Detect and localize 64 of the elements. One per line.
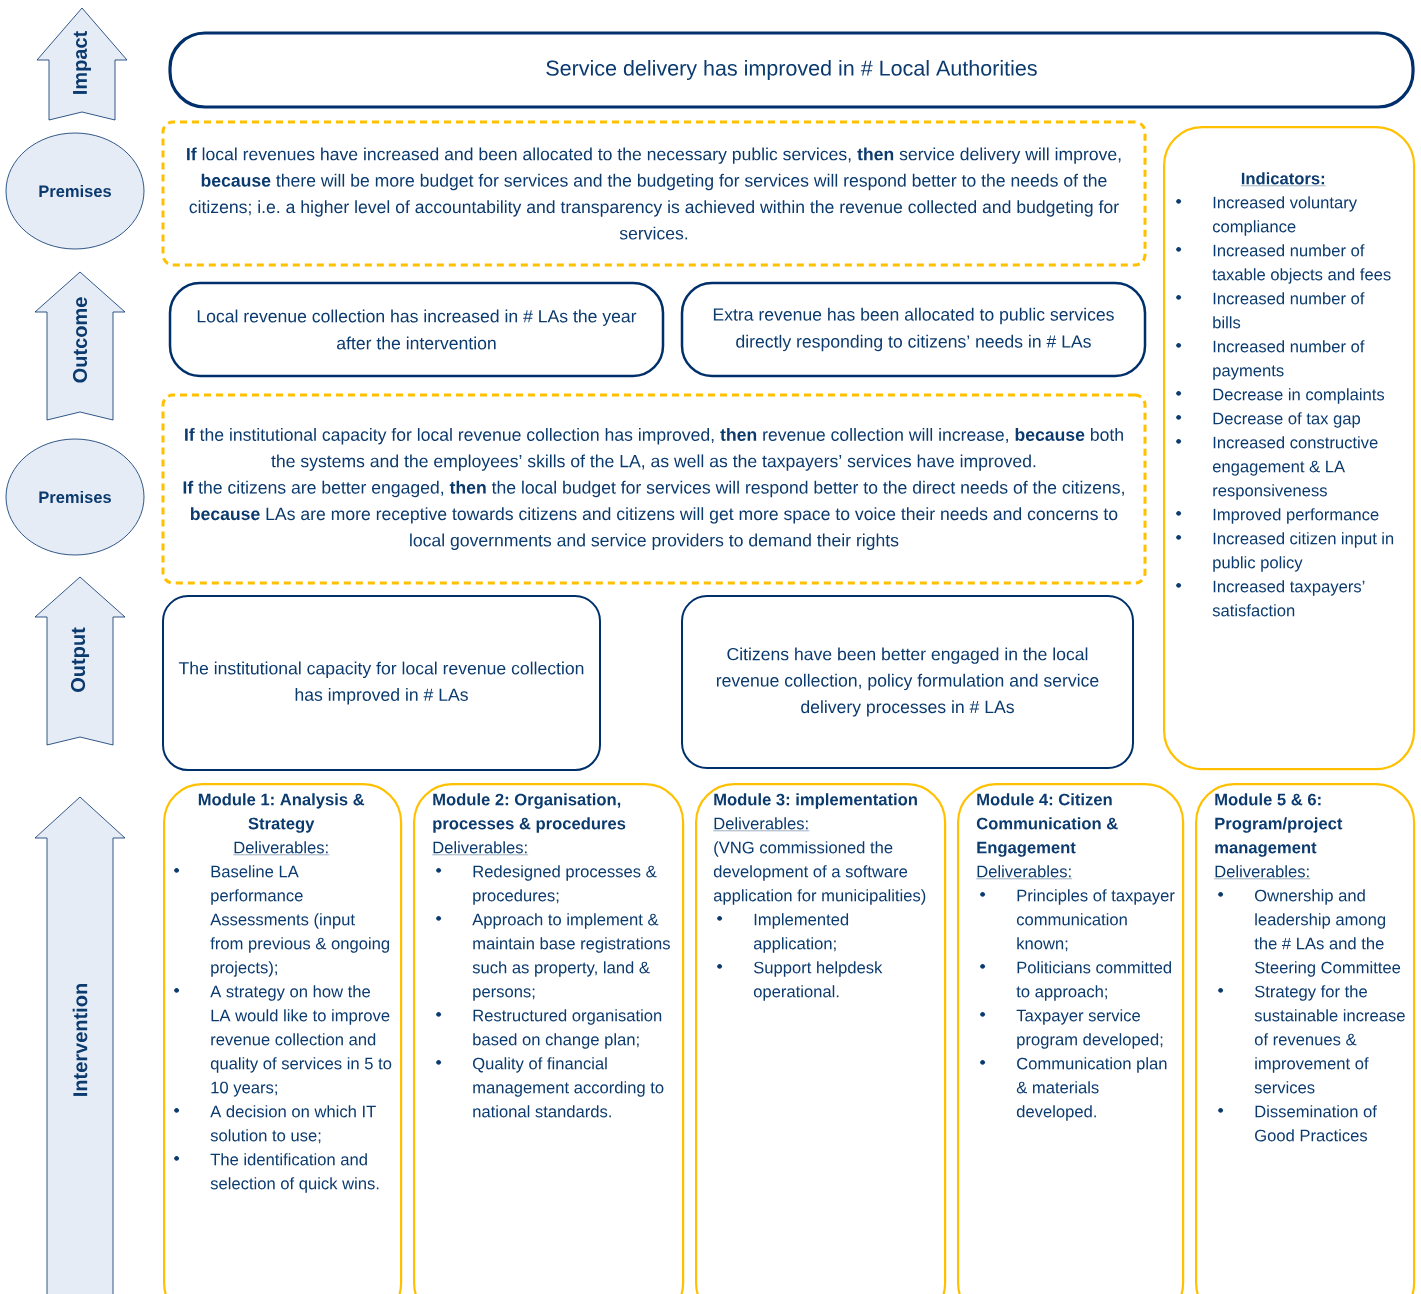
box-text: Service delivery has improved in # Local Authorities — [546, 60, 1037, 81]
bullet-item: Increased number of bills — [1176, 292, 1365, 329]
bullet-item: Communication plan & materials developed. — [980, 1057, 1167, 1121]
list-heading: Indicators: — [1240, 172, 1326, 186]
bullet-item: Baseline LA performance Assessments (input from previous & ongoing projects); — [174, 865, 389, 977]
bullet-item: Improved performance — [1176, 508, 1379, 524]
deliverables-heading: Deliverables: — [1214, 865, 1311, 879]
module-card — [1195, 783, 1416, 1294]
bullet-item: Increased voluntary compliance — [1176, 196, 1357, 236]
output-box — [681, 595, 1134, 769]
module-title: Module 2: Organisation, processes & procedures — [433, 793, 626, 833]
module-card — [163, 783, 403, 1294]
deliverables-heading: Deliverables: — [713, 817, 810, 831]
bullet-item: Approach to implement & maintain base registrations such as property, land & persons; — [436, 913, 670, 1001]
level-banner: Intervention — [34, 796, 126, 1294]
level-banner: Outcome — [34, 271, 126, 421]
bullet-item: Increased citizen input in public policy — [1176, 532, 1394, 572]
bullet-item: The identification and selection of quick wins. — [174, 1153, 379, 1193]
box-text: Citizens have been better engaged in the local revenue collection, policy formulation and service delivery processes in # LAs — [716, 647, 1099, 717]
module-card — [695, 783, 947, 1294]
box-text: Extra revenue has been allocated to public services directly responding to citizens’ needs in # LAs — [713, 307, 1114, 352]
bullet-item: Increased taxpayers’ satisfaction — [1176, 580, 1365, 617]
bullet-item: Ownership and leadership among the # LAs and the Steering Committee — [1218, 889, 1401, 977]
bullet-item: Increased constructive engagement & LA responsiveness — [1176, 436, 1378, 500]
bullet-item: A decision on which IT solution to use; — [174, 1105, 376, 1144]
outcome-box — [680, 281, 1147, 378]
module-title: Module 4: Citizen Communication & Engagement — [976, 793, 1118, 857]
bullet-item: Decrease in complaints — [1176, 388, 1385, 404]
bullet-item: Principles of taxpayer communication known; — [980, 889, 1175, 952]
box-text: The institutional capacity for local revenue collection has improved in # LAs — [178, 661, 584, 705]
box-text: If the citizens are better engaged, then the local budget for services will respond better to the direct needs of the citizens, because LAs are more receptive towards citizens and citizens will get more space to voice their needs and concerns to local governments and service providers to demand their rights — [183, 480, 1124, 550]
impact-box — [168, 31, 1415, 109]
box-text: Local revenue collection has increased in # LAs the year after the intervention — [197, 309, 637, 350]
indicator-panel — [1163, 126, 1416, 771]
bullet-item: Redesigned processes & procedures; — [436, 865, 657, 905]
module-title: Module 5 & 6: Program/project management — [1215, 793, 1343, 857]
level-banner: Impact — [36, 7, 128, 121]
premise-box — [161, 393, 1147, 585]
bullet-item: A strategy on how the LA would like to improve revenue collection and quality of services in 5 to 10 years; — [174, 985, 392, 1097]
premise-box — [161, 120, 1147, 267]
deliverables-heading: Deliverables: — [432, 841, 529, 855]
bullet-item: Increased number of taxable objects and fees — [1176, 244, 1391, 284]
deliverables-heading: Deliverables: — [233, 841, 330, 855]
outcome-box — [168, 281, 665, 378]
bullet-item: Quality of financial management according to national standards. — [436, 1057, 664, 1118]
bullet-item: Politicians committed to approach; — [980, 961, 1171, 1001]
module-title: Module 3: implementation — [714, 793, 917, 809]
module-card — [957, 783, 1185, 1294]
bullet-item: Strategy for the sustainable increase of revenues & improvement of services — [1218, 985, 1405, 1094]
bullet-item: Support helpdesk operational. — [717, 961, 883, 1001]
note-text: (VNG commissioned the development of a software application for municipalities) — [713, 841, 926, 905]
bullet-item: Taxpayer service program developed; — [980, 1009, 1163, 1049]
bullet-item: Restructured organisation based on change plan; — [436, 1009, 662, 1049]
level-banner: Output — [34, 576, 126, 746]
module-title: Module 1: Analysis & Strategy — [198, 793, 365, 833]
deliverables-heading: Deliverables: — [976, 865, 1073, 879]
bullet-item: Implemented application; — [717, 913, 849, 953]
module-card — [413, 783, 685, 1294]
box-text: If local revenues have increased and been allocated to the necessary public services, then service delivery will improve, because there will be more budget for services and the budgeting for services will respond better to the needs of the citizens; i.e. a higher level of accountability and transparency is achieved within the revenue collected and budgeting for services. — [187, 147, 1121, 240]
box-text: If the institutional capacity for local revenue collection has improved, then revenue collection will increase, because both the systems and the employees’ skills of the LA, as well as the taxpayers’ services have improved. — [185, 428, 1123, 471]
bullet-item: Dissemination of Good Practices — [1218, 1105, 1377, 1142]
bullet-item: Decrease of tax gap — [1176, 412, 1361, 428]
bullet-item: Increased number of payments — [1176, 340, 1365, 380]
output-box — [162, 595, 601, 771]
